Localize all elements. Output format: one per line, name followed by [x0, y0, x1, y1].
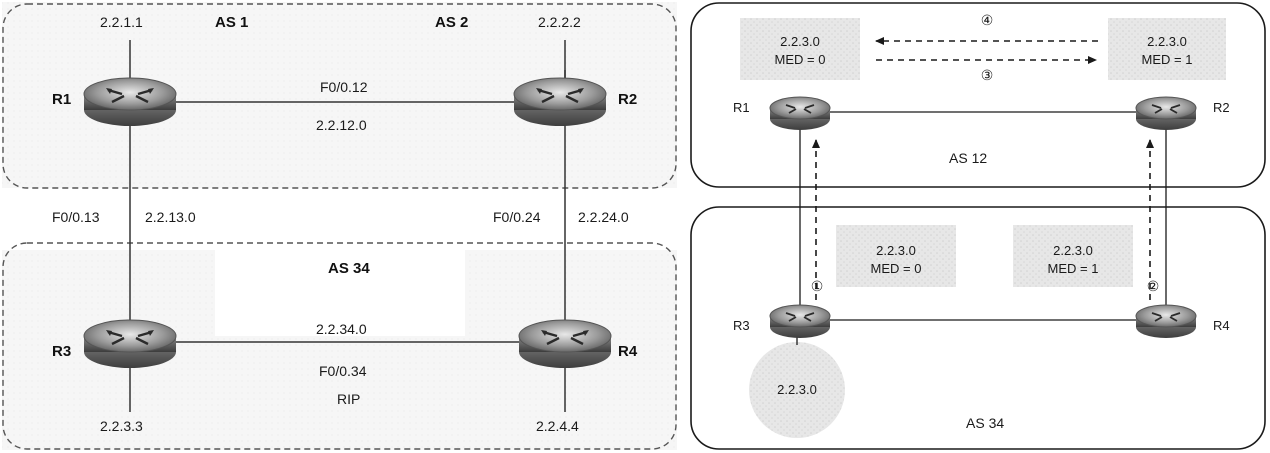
step-4-marker: ④ [981, 12, 994, 28]
mid-left-net: 2.2.3.0 [876, 243, 916, 258]
router-r4-icon [517, 318, 613, 370]
right-r4-label: R4 [1213, 318, 1230, 333]
r1-label: R1 [52, 91, 71, 108]
r3-ip-label: 2.2.3.3 [100, 418, 143, 434]
r1-r2-net-label: 2.2.12.0 [316, 117, 367, 133]
circle-net-label: 2.2.3.0 [777, 382, 817, 397]
r1-r3-net-label: 2.2.13.0 [145, 209, 196, 225]
r3-r4-proto-label: RIP [337, 391, 360, 407]
as-34-region [2, 242, 677, 450]
mid-right-med: MED = 1 [1048, 261, 1099, 276]
r1-ip-label: 2.2.1.1 [100, 14, 143, 30]
r4-label: R4 [618, 343, 638, 360]
top-left-med: MED = 0 [775, 52, 826, 67]
right-as-34-label: AS 34 [966, 415, 1004, 431]
top-right-med: MED = 1 [1142, 52, 1193, 67]
right-router-r2-icon [1135, 96, 1197, 131]
right-r2-label: R2 [1213, 100, 1230, 115]
step-1-marker: ① [811, 278, 824, 294]
r2-r4-net-label: 2.2.24.0 [578, 209, 629, 225]
router-r2-icon [512, 76, 608, 128]
as-34-label: AS 34 [328, 260, 370, 277]
router-r3-icon [82, 318, 178, 370]
left-bottom-white-panel [215, 248, 465, 336]
med-box-mid-left [836, 225, 956, 287]
r1-r2-iface-label: F0/0.12 [320, 79, 368, 95]
step-3-marker: ③ [981, 67, 994, 83]
r4-ip-label: 2.2.4.4 [536, 418, 579, 434]
right-r1-label: R1 [733, 100, 750, 115]
r2-label: R2 [618, 91, 637, 108]
router-r1-icon [82, 76, 178, 128]
right-as-12-label: AS 12 [949, 150, 987, 166]
r1-r3-iface-label: F0/0.13 [52, 209, 100, 225]
top-left-net: 2.2.3.0 [780, 34, 820, 49]
right-router-r4-icon [1135, 304, 1197, 339]
med-box-top-right [1108, 18, 1226, 80]
r3-r4-net-label: 2.2.34.0 [316, 321, 367, 337]
right-router-r1-icon [769, 96, 831, 131]
r3-label: R3 [52, 343, 71, 360]
right-diagram: R1 R2 R3 R4 AS 12 AS 34 2.2.3.0 MED = 0 … [690, 2, 1266, 450]
as-2-label: AS 2 [435, 14, 468, 31]
right-r3-label: R3 [733, 318, 750, 333]
r3-r4-iface-label: F0/0.34 [319, 363, 367, 379]
as-top-region [2, 3, 677, 189]
r2-ip-label: 2.2.2.2 [538, 14, 581, 30]
med-box-mid-right [1013, 225, 1133, 287]
r2-r4-iface-label: F0/0.24 [493, 209, 541, 225]
mid-right-net: 2.2.3.0 [1053, 243, 1093, 258]
as-1-label: AS 1 [215, 14, 248, 31]
step-2-marker: ② [1147, 278, 1160, 294]
med-box-top-left [740, 18, 860, 80]
network-circle [749, 342, 845, 438]
right-router-r3-icon [769, 304, 831, 339]
left-diagram: AS 1 AS 2 AS 34 2.2.1.1 2.2.2.2 2.2.3.3 … [2, 2, 677, 450]
top-right-net: 2.2.3.0 [1147, 34, 1187, 49]
mid-left-med: MED = 0 [871, 261, 922, 276]
